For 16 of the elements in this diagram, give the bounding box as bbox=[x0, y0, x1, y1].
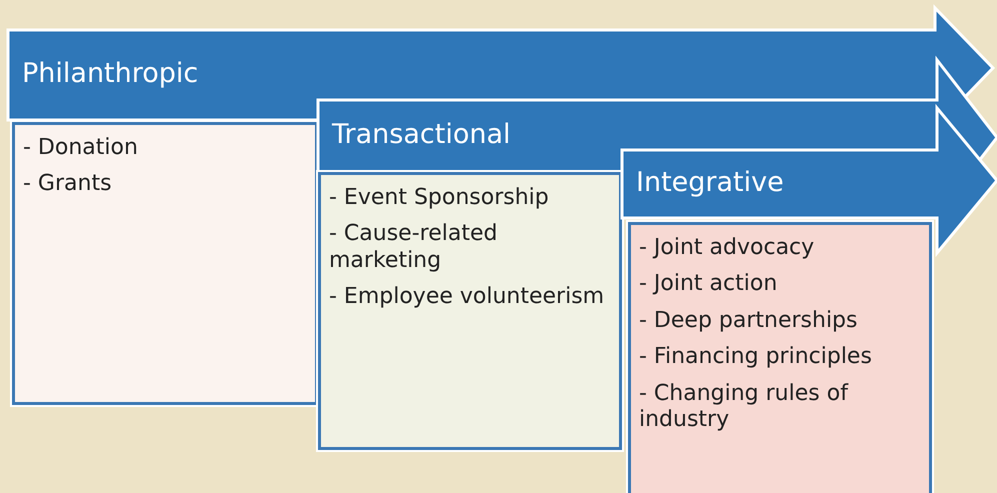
list-item: - Event Sponsorship bbox=[329, 185, 550, 212]
list-item: - Joint advocacy bbox=[639, 235, 816, 262]
list-panel bbox=[318, 172, 622, 450]
list-item: - Cause-related marketing bbox=[329, 221, 498, 274]
stage-title: Transactional bbox=[332, 121, 511, 148]
list-item: - Deep partnerships bbox=[639, 308, 858, 334]
list-item: - Employee volunteerism bbox=[329, 284, 606, 311]
list-item: - Donation bbox=[23, 135, 139, 162]
stage-title: Integrative bbox=[636, 169, 784, 196]
list-item: - Changing rules of industry bbox=[639, 380, 850, 434]
list-panel bbox=[628, 222, 932, 493]
list-item: - Financing principles bbox=[639, 344, 873, 371]
list-item: - Joint action bbox=[639, 271, 778, 298]
list-item: - Grants bbox=[23, 171, 113, 198]
list-panel bbox=[12, 122, 318, 405]
stage-title: Philanthropic bbox=[22, 60, 198, 87]
